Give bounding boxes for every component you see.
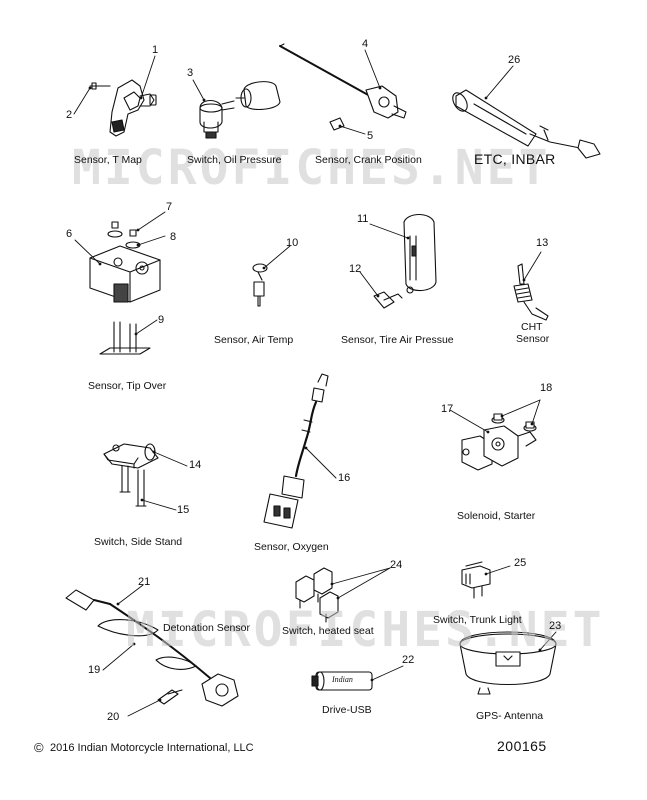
- caption-trunk-light: Switch, Trunk Light: [433, 614, 522, 626]
- callout-13: 13: [536, 237, 549, 249]
- caption-oil-pressure: Switch, Oil Pressure: [187, 154, 282, 166]
- caption-cht-line1: CHT: [521, 321, 543, 333]
- tmap-sensor-drawing: [89, 79, 157, 137]
- callout-1: 1: [152, 44, 159, 56]
- callout-11: 11: [357, 213, 369, 225]
- caption-cht-line2: Sensor: [516, 333, 550, 345]
- starter-solenoid-drawing: [461, 413, 537, 471]
- callout-26: 26: [508, 54, 521, 66]
- caption-gps: GPS- Antenna: [476, 710, 544, 722]
- caption-tire-air: Sensor, Tire Air Pressue: [341, 334, 454, 346]
- callout-25: 25: [514, 557, 527, 569]
- callout-19: 19: [88, 664, 101, 676]
- caption-side-stand: Switch, Side Stand: [94, 536, 183, 548]
- callout-5: 5: [367, 130, 374, 142]
- trunk-light-switch-drawing: [461, 561, 491, 599]
- oxygen-sensor-drawing: [263, 373, 329, 529]
- caption-heated-seat: Switch, heated seat: [282, 625, 374, 637]
- watermark-bottom: MICROFICHES.NET: [126, 602, 605, 658]
- oil-pressure-switch-drawing: [199, 81, 281, 139]
- caption-oxygen: Sensor, Oxygen: [254, 541, 329, 553]
- usb-drive-drawing: [311, 671, 373, 691]
- callout-14: 14: [189, 459, 202, 471]
- leader-lines: [73, 49, 557, 717]
- callout-15: 15: [177, 504, 190, 516]
- caption-etc-inbar: ETC, INBAR: [474, 151, 556, 167]
- heated-seat-switch-drawing: [295, 567, 339, 623]
- diagram-number: 200165: [497, 738, 547, 754]
- side-stand-switch-drawing: [103, 443, 159, 507]
- callout-6: 6: [66, 228, 73, 240]
- callout-7: 7: [166, 201, 173, 213]
- caption-drive-usb: Drive-USB: [322, 704, 372, 716]
- etc-inbar-drawing: [452, 89, 601, 159]
- detonation-sensor-drawing: [65, 589, 239, 707]
- callout-9: 9: [158, 314, 165, 326]
- tire-air-sensor-drawing: [373, 213, 437, 309]
- callout-20: 20: [107, 711, 120, 723]
- watermark-top: MICROFICHES.NET: [72, 140, 551, 196]
- callout-21: 21: [138, 576, 151, 588]
- usb-brand-text: Indian: [332, 675, 353, 684]
- callout-12: 12: [349, 263, 362, 275]
- air-temp-sensor-drawing: [252, 263, 268, 307]
- callout-16: 16: [338, 472, 351, 484]
- callout-17: 17: [441, 403, 454, 415]
- copyright-text: 2016 Indian Motorcycle International, LL…: [50, 742, 254, 754]
- copyright-symbol: ©: [34, 740, 44, 755]
- caption-tip-over: Sensor, Tip Over: [88, 380, 167, 392]
- callout-8: 8: [170, 231, 177, 243]
- caption-detonation: Detonation Sensor: [163, 622, 250, 634]
- caption-crank-position: Sensor, Crank Position: [315, 154, 422, 166]
- tip-over-sensor-drawing: [89, 221, 161, 355]
- callout-4: 4: [362, 38, 369, 50]
- caption-t-map: Sensor, T Map: [74, 154, 142, 166]
- callout-23: 23: [549, 620, 562, 632]
- callout-24: 24: [390, 559, 403, 571]
- callout-22: 22: [402, 654, 415, 666]
- leader-arrowheads: [88, 86, 542, 702]
- callout-2: 2: [66, 109, 73, 121]
- cht-sensor-drawing: [513, 263, 549, 321]
- callout-18: 18: [540, 382, 553, 394]
- gps-antenna-drawing: [459, 631, 557, 695]
- callout-3: 3: [187, 67, 194, 79]
- caption-starter: Solenoid, Starter: [457, 510, 536, 522]
- caption-air-temp: Sensor, Air Temp: [214, 334, 294, 346]
- crank-position-sensor-drawing: [279, 43, 407, 131]
- callout-10: 10: [286, 237, 299, 249]
